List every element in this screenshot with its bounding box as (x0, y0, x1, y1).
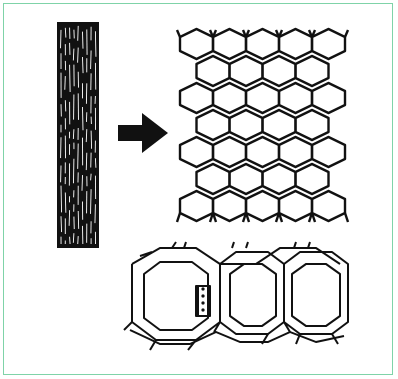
hex-cell (310, 189, 347, 223)
hex-cell (310, 135, 347, 169)
hex-cell (277, 81, 314, 115)
block-streak (64, 76, 66, 90)
block-streak (90, 189, 92, 214)
hex-cell (277, 27, 314, 61)
3d-honeycomb-section (123, 241, 349, 351)
hex-cell (211, 189, 248, 223)
lattice-edge-tab (307, 212, 350, 223)
hex-cell (178, 189, 215, 223)
hex-cell (261, 162, 297, 196)
block-streak (64, 27, 67, 38)
hex-cell (244, 135, 281, 169)
hex-cell (211, 135, 248, 169)
block-streak (72, 129, 75, 140)
hex-cell (310, 27, 347, 61)
hex-cell (178, 135, 215, 169)
hex-cell (244, 189, 281, 223)
hex-cell (228, 108, 264, 142)
block-streak (64, 192, 67, 213)
hex-cell (244, 81, 281, 115)
block-streak (69, 64, 71, 93)
hex-cell (294, 108, 330, 142)
hex-cell (261, 108, 297, 142)
block-streak (72, 48, 75, 61)
hex-cell (261, 54, 297, 88)
block-streak (85, 152, 88, 171)
right-arrow-icon (118, 113, 168, 153)
hex-cell (178, 27, 215, 61)
hex-cell (228, 162, 264, 196)
lattice-edge-tab (307, 29, 350, 38)
hex-cell (211, 27, 248, 61)
block-streak (60, 216, 62, 233)
block-streak (72, 233, 75, 243)
rivet-marks (201, 287, 205, 312)
hex-cell (277, 135, 314, 169)
hex-cell (294, 162, 330, 196)
hex-cell (294, 54, 330, 88)
block-streak (60, 185, 63, 213)
block-streak (82, 57, 84, 74)
block-streak (77, 47, 79, 63)
hex-cell (211, 81, 248, 115)
block-streak (85, 129, 88, 143)
compressed-core-block (57, 22, 99, 248)
hex-cell (228, 54, 264, 88)
block-streak (81, 175, 83, 191)
hex-cell (195, 162, 231, 196)
hex-cell (244, 27, 281, 61)
block-streak (94, 31, 97, 57)
block-streak (94, 158, 97, 168)
hex-cell (195, 54, 231, 88)
block-streak (77, 143, 79, 169)
hex-cell (178, 81, 215, 115)
hex-cell (277, 189, 314, 223)
hex-cell (195, 108, 231, 142)
expanded-hexagonal-lattice (175, 27, 350, 223)
hex-cell (310, 81, 347, 115)
